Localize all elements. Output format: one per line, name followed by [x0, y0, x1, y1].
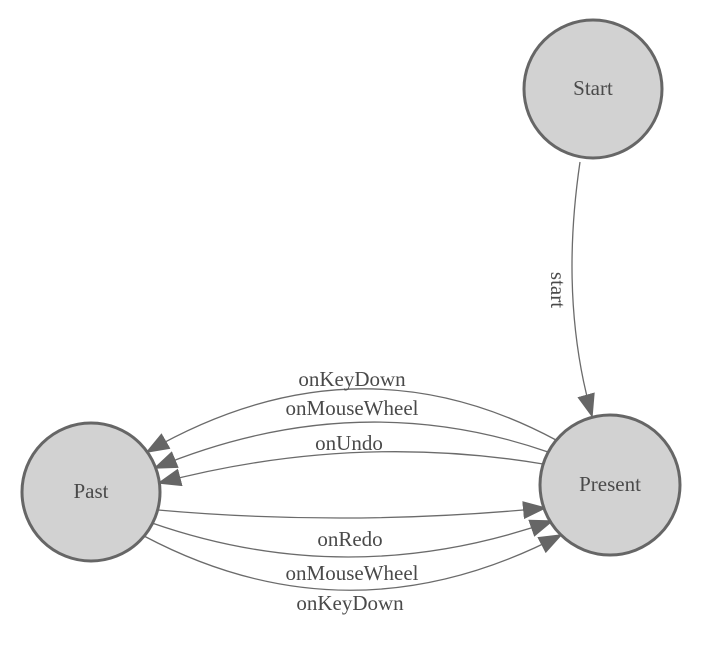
node-past-circle[interactable]	[20, 421, 162, 563]
edge-present-to-past-onmousewheel[interactable]	[153, 421, 549, 469]
node-past-label: Past	[73, 479, 108, 503]
edge-past-to-present-onkeydown[interactable]	[143, 534, 563, 591]
edge-layer	[143, 161, 595, 591]
node-start[interactable]: Start	[522, 18, 664, 160]
node-present-circle[interactable]	[538, 413, 682, 557]
edge-present-to-past-onkeydown[interactable]	[145, 388, 557, 453]
edge-label-onkeydown-top: onKeyDown	[298, 367, 406, 391]
node-start-circle[interactable]	[522, 18, 664, 160]
edge-label-onredo: onRedo	[317, 527, 382, 551]
node-start-label: Start	[573, 76, 613, 100]
edge-label-layer: start onKeyDown onMouseWheel onUndo onRe…	[286, 272, 570, 615]
edge-label-onkeydown-bottom: onKeyDown	[296, 591, 404, 615]
edge-start-to-present[interactable]	[571, 161, 595, 418]
edge-label-onmousewheel-bottom: onMouseWheel	[286, 561, 419, 585]
edge-label-start: start	[546, 272, 570, 308]
node-present[interactable]: Present	[538, 413, 682, 557]
edge-label-onundo: onUndo	[315, 431, 383, 455]
node-past[interactable]: Past	[20, 421, 162, 563]
edge-past-to-present-onmousewheel[interactable]	[151, 519, 554, 558]
node-present-label: Present	[579, 472, 641, 496]
edge-present-to-past-onundo[interactable]	[157, 451, 544, 487]
edge-label-onmousewheel-top: onMouseWheel	[286, 396, 419, 420]
edge-past-to-present-onredo[interactable]	[157, 501, 547, 520]
